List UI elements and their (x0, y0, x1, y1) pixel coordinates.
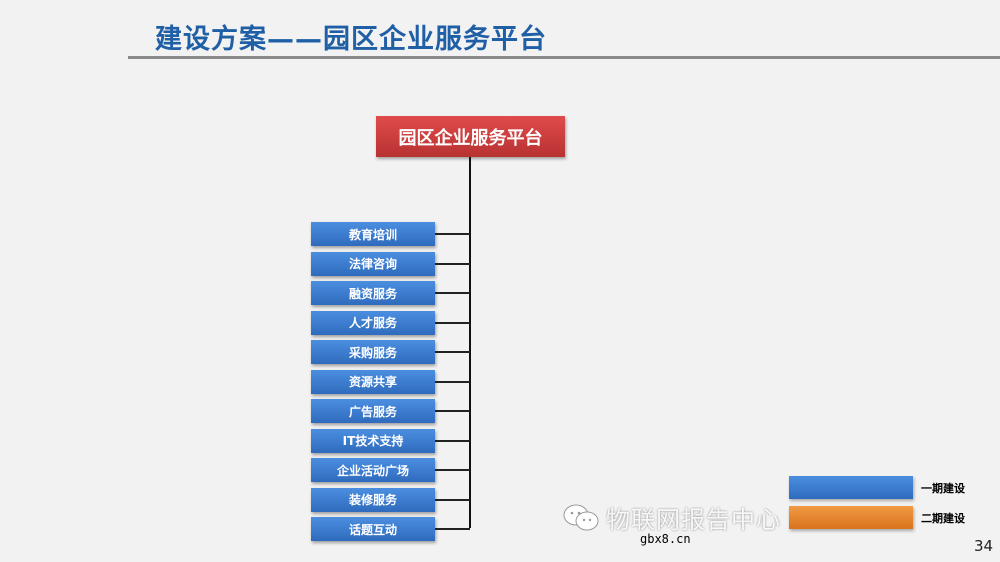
connector-branch (435, 351, 470, 353)
title-divider (128, 56, 1000, 59)
watermark-url: gbx8.cn (640, 532, 691, 546)
child-node: 人才服务 (311, 310, 435, 335)
connector-branch (435, 321, 470, 324)
legend-label-phase1: 一期建设 (921, 482, 965, 495)
child-node: 话题互动 (311, 517, 435, 541)
legend-swatch-phase1 (789, 476, 913, 499)
connector-branch (435, 469, 470, 471)
root-node: 园区企业服务平台 (376, 116, 565, 157)
connector-branch (435, 262, 470, 265)
child-node: 采购服务 (311, 340, 435, 364)
legend-swatch-phase2 (789, 506, 913, 529)
connector-branch (435, 439, 470, 442)
child-node: 装修服务 (311, 487, 435, 512)
page-title: 建设方案——园区企业服务平台 (155, 24, 547, 55)
wechat-icon (563, 504, 599, 531)
connector-branch (435, 292, 470, 294)
watermark-text: 物联网报告中心 (606, 506, 781, 534)
connector-branch (435, 410, 470, 412)
connector-branch (435, 380, 470, 383)
page-number: 34 (974, 537, 994, 555)
legend-label-phase2: 二期建设 (921, 512, 965, 525)
child-node: 法律咨询 (311, 251, 435, 276)
child-node: 资源共享 (311, 369, 435, 394)
child-node: 企业活动广场 (311, 458, 435, 482)
connector-branch (435, 498, 470, 501)
connector-branch (435, 233, 470, 235)
connector-branch (435, 528, 470, 530)
child-node: 融资服务 (311, 281, 435, 305)
child-node: 广告服务 (311, 399, 435, 423)
connector-trunk (469, 157, 471, 528)
child-node: IT技术支持 (311, 428, 435, 453)
child-node: 教育培训 (311, 222, 435, 246)
